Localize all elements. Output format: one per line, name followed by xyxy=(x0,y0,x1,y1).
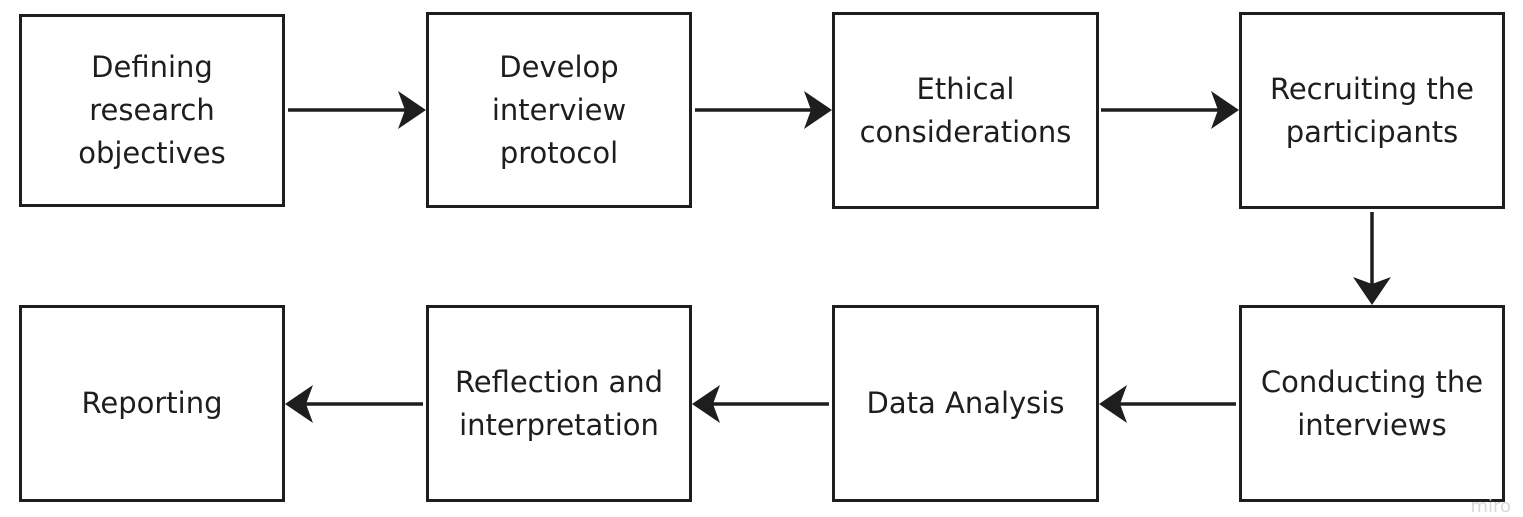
step-reflection-interpretation: Reflection and interpretation xyxy=(426,305,692,502)
step-conducting-interviews: Conducting the interviews xyxy=(1239,305,1505,502)
step-label: Ethical considerations xyxy=(859,71,1072,149)
step-develop-interview-protocol: Develop interview protocol xyxy=(426,12,692,208)
step-reporting: Reporting xyxy=(19,305,285,502)
watermark-logo: miro xyxy=(1470,496,1511,517)
arrowhead-right-2 xyxy=(804,91,832,129)
arrowhead-right-3 xyxy=(1211,91,1239,129)
arrowhead-left-3 xyxy=(285,385,313,423)
step-ethical-considerations: Ethical considerations xyxy=(832,12,1099,209)
arrowhead-left-1 xyxy=(1099,385,1127,423)
step-label: Reflection and interpretation xyxy=(454,364,664,442)
step-recruiting-participants: Recruiting the participants xyxy=(1239,12,1505,209)
arrowhead-right-1 xyxy=(398,91,426,129)
arrowhead-left-2 xyxy=(692,385,720,423)
step-label: Defining research objectives xyxy=(78,50,226,170)
step-label: Develop interview protocol xyxy=(491,49,627,170)
step-data-analysis: Data Analysis xyxy=(832,305,1099,502)
arrowhead-down xyxy=(1353,277,1391,305)
step-label: Recruiting the participants xyxy=(1269,71,1475,149)
step-label: Data Analysis xyxy=(866,386,1065,420)
step-defining-research-objectives: Defining research objectives xyxy=(19,14,285,207)
step-label: Reporting xyxy=(81,386,223,420)
step-label: Conducting the interviews xyxy=(1260,364,1484,442)
